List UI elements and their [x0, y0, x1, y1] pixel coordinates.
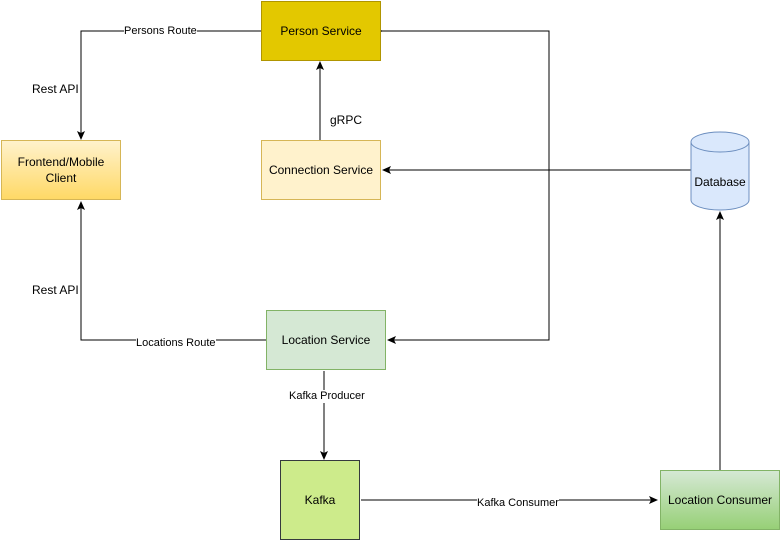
- kafka-label: Kafka: [304, 493, 336, 507]
- kafka-producer-label: Kafka Producer: [289, 390, 365, 403]
- person-service-node[interactable]: Person Service: [261, 1, 381, 61]
- grpc-label: gRPC: [330, 113, 363, 127]
- kafka-consumer-label: Kafka Consumer: [477, 497, 559, 510]
- frontend-client-node[interactable]: Frontend/Mobile Client: [1, 140, 121, 200]
- edge-location-person-link: [374, 27, 550, 344]
- locations-route-label: Locations Route: [136, 337, 216, 350]
- edge-person-to-frontend: [77, 30, 261, 140]
- frontend-client-label: Frontend/Mobile Client: [17, 155, 105, 185]
- database-cylinder-icon: [690, 131, 750, 211]
- kafka-node[interactable]: Kafka: [280, 460, 360, 540]
- edge-location-to-frontend: [77, 201, 266, 341]
- rest-api-bottom-label: Rest API: [32, 283, 79, 297]
- database-node[interactable]: Database: [691, 152, 749, 212]
- connection-service-node[interactable]: Connection Service: [261, 140, 381, 200]
- persons-route-label: Persons Route: [124, 25, 197, 38]
- rest-api-top-label: Rest API: [32, 82, 79, 96]
- location-service-label: Location Service: [281, 333, 371, 347]
- person-service-label: Person Service: [280, 24, 362, 38]
- database-label: Database: [694, 175, 746, 189]
- location-consumer-label: Location Consumer: [667, 493, 773, 507]
- connection-service-label: Connection Service: [268, 163, 374, 177]
- location-consumer-node[interactable]: Location Consumer: [660, 470, 780, 530]
- location-service-node[interactable]: Location Service: [266, 310, 386, 370]
